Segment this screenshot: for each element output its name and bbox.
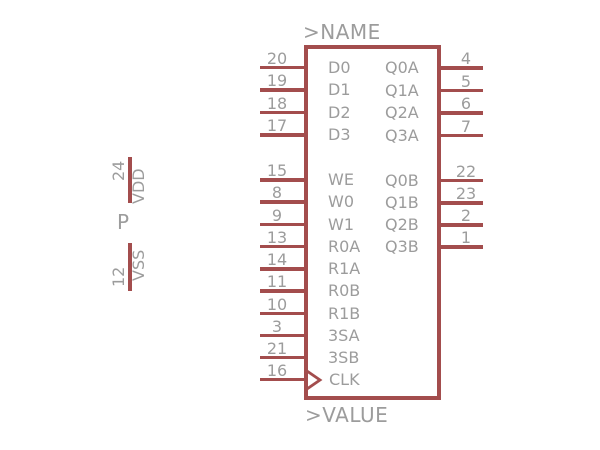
pin-number: 22 bbox=[455, 161, 477, 181]
pin-name: Q0A bbox=[385, 58, 419, 77]
pin-line[interactable] bbox=[260, 222, 306, 226]
pin-name: D1 bbox=[328, 80, 351, 99]
pin-line[interactable] bbox=[437, 133, 483, 137]
pin-number: 14 bbox=[266, 250, 288, 269]
pin-name: Q2B bbox=[385, 215, 419, 234]
pin-line[interactable] bbox=[260, 244, 306, 248]
pin-vss-number: 12 bbox=[109, 266, 128, 287]
pin-name: Q0B bbox=[385, 170, 419, 190]
pin-name: 3SB bbox=[328, 347, 360, 367]
pin-number: 2 bbox=[460, 206, 472, 225]
pin-line[interactable] bbox=[437, 66, 483, 70]
pin-name: D2 bbox=[328, 102, 351, 122]
pin-vdd-name: VDD bbox=[129, 168, 148, 204]
pin-name: CLK bbox=[329, 369, 360, 389]
pin-line[interactable] bbox=[260, 133, 306, 137]
pin-number: 8 bbox=[271, 183, 283, 202]
clock-edge-icon bbox=[307, 369, 323, 390]
pin-line[interactable] bbox=[260, 333, 306, 337]
pin-number: 23 bbox=[455, 184, 477, 203]
pin-name: WE bbox=[328, 170, 354, 189]
pin-number: 11 bbox=[266, 272, 288, 291]
pin-name: D0 bbox=[328, 57, 351, 77]
pin-number: 5 bbox=[460, 71, 472, 91]
pin-number: 18 bbox=[266, 93, 288, 113]
pin-name: W1 bbox=[328, 214, 354, 234]
symbol-name-placeholder[interactable]: >NAME bbox=[303, 20, 381, 44]
pin-number: 13 bbox=[266, 227, 288, 247]
pin-line[interactable] bbox=[260, 200, 306, 204]
pin-vdd-number: 24 bbox=[109, 160, 128, 181]
pin-name: R0B bbox=[328, 281, 361, 300]
pin-line[interactable] bbox=[437, 178, 483, 182]
pin-line[interactable] bbox=[260, 65, 306, 69]
pin-number: 7 bbox=[460, 116, 472, 136]
pin-number: 10 bbox=[266, 294, 288, 314]
pin-number: 15 bbox=[266, 161, 288, 180]
pin-line[interactable] bbox=[260, 110, 306, 114]
pin-number: 16 bbox=[266, 360, 288, 380]
pin-name: Q2A bbox=[385, 103, 419, 122]
pin-line[interactable] bbox=[260, 178, 306, 182]
pin-number: 21 bbox=[266, 338, 288, 358]
pin-number: 9 bbox=[271, 205, 283, 225]
pin-name: R0A bbox=[328, 236, 361, 256]
pin-name: Q1B bbox=[385, 193, 419, 212]
pin-name: Q3A bbox=[385, 125, 419, 145]
pin-line[interactable] bbox=[260, 289, 306, 293]
pin-name: W0 bbox=[328, 192, 354, 211]
pin-line[interactable] bbox=[260, 355, 306, 359]
pin-line[interactable] bbox=[260, 88, 306, 92]
pin-vdd-line[interactable] bbox=[128, 157, 132, 203]
pin-name: 3SA bbox=[328, 325, 360, 345]
pin-name: D3 bbox=[328, 125, 351, 144]
pin-name: R1A bbox=[328, 259, 361, 278]
pin-line[interactable] bbox=[437, 201, 483, 205]
pin-name: R1B bbox=[328, 303, 361, 323]
pin-number: 1 bbox=[460, 228, 472, 247]
pin-vss-name: VSS bbox=[129, 249, 148, 281]
pin-number: 4 bbox=[460, 49, 472, 68]
pin-vss-line[interactable] bbox=[128, 243, 132, 291]
pin-name: Q1A bbox=[385, 80, 419, 100]
pin-line[interactable] bbox=[260, 377, 306, 381]
pin-line[interactable] bbox=[437, 223, 483, 227]
pin-number: 17 bbox=[266, 116, 288, 135]
pin-line[interactable] bbox=[260, 267, 306, 271]
pin-number: 20 bbox=[266, 48, 288, 68]
symbol-value-placeholder[interactable]: >VALUE bbox=[305, 403, 389, 427]
pin-line[interactable] bbox=[437, 245, 483, 249]
pin-line[interactable] bbox=[437, 111, 483, 115]
pin-name: Q3B bbox=[385, 237, 419, 256]
power-gate-label: P bbox=[117, 210, 130, 234]
pin-number: 19 bbox=[266, 71, 288, 90]
symbol-body[interactable] bbox=[304, 45, 441, 400]
pin-line[interactable] bbox=[260, 311, 306, 315]
pin-number: 6 bbox=[460, 94, 472, 113]
pin-number: 3 bbox=[271, 316, 283, 336]
pin-line[interactable] bbox=[437, 88, 483, 92]
